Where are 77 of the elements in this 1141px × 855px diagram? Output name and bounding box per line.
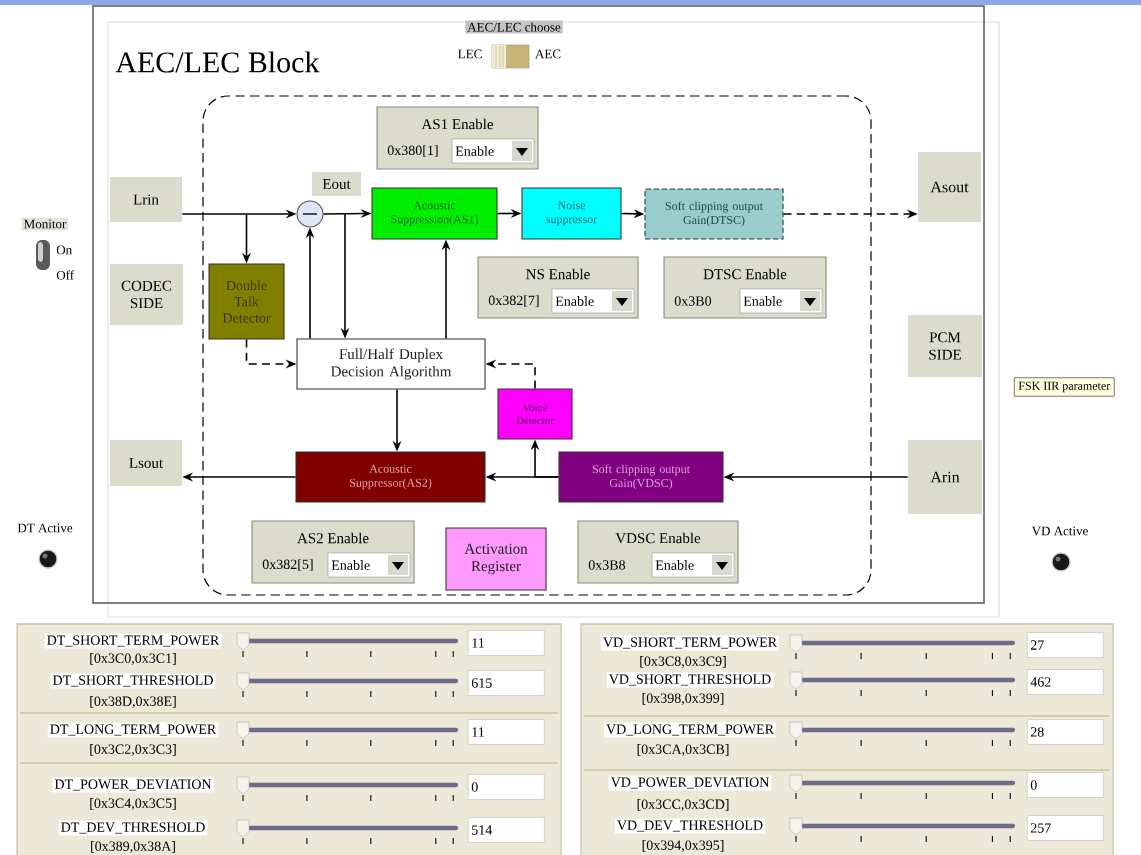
switch-label: LEC (458, 49, 482, 59)
parameter-label: DT_POWER_DEVIATION (52, 777, 214, 793)
register-address: [0x394,0x395] (642, 840, 724, 852)
register-address: [0x3C8,0x3C9] (640, 656, 726, 668)
parameter-label: DT_SHORT_THRESHOLD (50, 673, 216, 689)
signal-tag: Arin (908, 440, 982, 514)
register-address: [0x389,0x38A] (91, 841, 175, 853)
dropdown: Enable (651, 552, 735, 578)
parameter-label: DT_LONG_TERM_POWER (47, 722, 219, 738)
register-address: [0x398,0x399] (642, 693, 724, 705)
side-tag: CODEC SIDE (110, 264, 183, 325)
value-field: 27 (1027, 632, 1104, 658)
register-address: [0x3CA,0x3CB] (637, 744, 729, 756)
register-address: 0x3B8 (588, 560, 626, 570)
parameter-label: VD_LONG_TERM_POWER (604, 722, 776, 738)
panel-title: AS1 Enable (421, 118, 493, 130)
register-address: 0x382[7] (488, 295, 539, 307)
dropdown: Enable (327, 552, 411, 578)
panel-title: NS Enable (526, 268, 590, 280)
enable-panel (663, 256, 827, 319)
signal-tag: Eout (312, 172, 361, 196)
value-field: 514 (468, 817, 545, 843)
parameter-button: FSK IIR parameter (1014, 377, 1115, 397)
register-address: [0x3C2,0x3C3] (90, 744, 176, 756)
value-field: 11 (468, 630, 545, 656)
panel-title: VDSC Enable (615, 532, 701, 544)
subtractor-circle (296, 200, 324, 228)
parameter-label: VD_SHORT_THRESHOLD (606, 672, 774, 688)
indicator-label: DT Active (17, 523, 73, 533)
dropdown: Enable (451, 138, 535, 164)
register-address: [0x3C0,0x3C1] (90, 653, 176, 665)
process-block: Voice Detector (497, 388, 573, 440)
process-block: Soft clipping output Gain(DTSC) (644, 188, 784, 240)
value-field: 11 (468, 719, 545, 745)
panel-title: DTSC Enable (703, 268, 787, 280)
enable-panel (251, 520, 415, 584)
value-field: 0 (1027, 772, 1104, 798)
parameter-label: DT_SHORT_TERM_POWER (44, 633, 222, 649)
parameter-label: VD_POWER_DEVIATION (608, 775, 772, 791)
side-tag: PCM SIDE (908, 315, 982, 377)
process-block: Acoustic Suppressor(AS2) (295, 451, 486, 503)
register-box: Activation Register (445, 527, 547, 591)
value-field: 615 (468, 670, 545, 696)
panel-title: AS2 Enable (297, 532, 369, 544)
switch-label: On (56, 245, 72, 255)
dashed-region (202, 95, 872, 596)
register-address: [0x38D,0x38E] (90, 696, 176, 708)
value-field: 28 (1027, 719, 1104, 745)
dropdown: Enable (551, 288, 635, 314)
register-address: 0x380[1] (387, 145, 438, 157)
switch-label: AEC (535, 49, 561, 59)
enable-panel (376, 106, 539, 170)
process-block: Full/Half Duplex Decision Algorithm (296, 338, 486, 390)
process-block: Soft clipping output Gain(VDSC) (558, 451, 724, 503)
register-address: [0x3C4,0x3C5] (90, 798, 176, 810)
indicator-label: VD Active (1031, 526, 1088, 536)
register-address: [0x3CC,0x3CD] (637, 799, 729, 811)
parameter-label: VD_DEV_THRESHOLD (614, 818, 766, 834)
switch-label: AEC/LEC choose (465, 20, 563, 34)
switch-label: Off (56, 270, 75, 280)
value-field: 257 (1027, 815, 1104, 841)
signal-tag: Lsout (110, 440, 182, 486)
parameter-label: DT_DEV_THRESHOLD (58, 820, 208, 836)
value-field: 0 (468, 774, 545, 800)
dropdown: Enable (739, 288, 823, 314)
value-field: 462 (1027, 669, 1104, 695)
signal-tag: Lrin (110, 177, 182, 222)
register-address: 0x3B0 (674, 296, 712, 306)
signal-tag: Asout (918, 152, 981, 222)
process-block: Double Talk Detector (208, 263, 285, 340)
enable-panel (577, 520, 739, 584)
process-block: Noise suppressor (521, 187, 622, 240)
process-block: Acoustic Suppression(AS1) (371, 187, 498, 240)
register-address: 0x382[5] (262, 559, 313, 571)
enable-panel (477, 256, 639, 319)
switch-label: Monitor (21, 217, 69, 231)
parameter-label: VD_SHORT_TERM_POWER (600, 635, 780, 651)
